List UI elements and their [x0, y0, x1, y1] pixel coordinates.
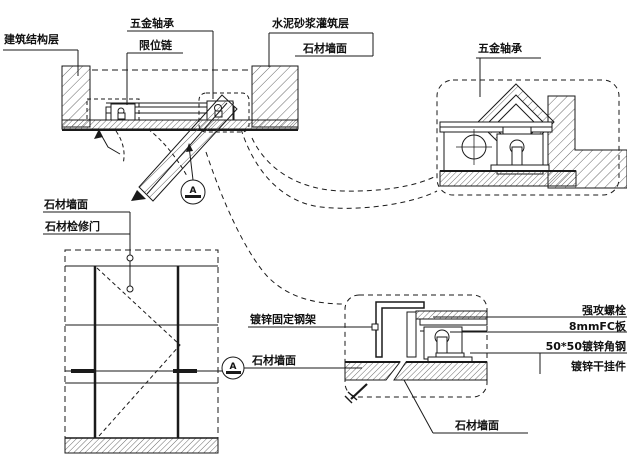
label-galvanized-angle-steel: 50*50镀锌角钢: [546, 339, 626, 353]
label-hardware-bearing-detail: 五金轴承: [478, 41, 523, 55]
connector-curves: [205, 128, 438, 305]
hinge-left: [110, 103, 136, 121]
detail-a-letter: A: [190, 186, 197, 196]
elevation-outline: [64, 249, 219, 439]
label-fc-board: 8mmFC板: [569, 319, 627, 333]
detail-a-letter-2: A: [230, 362, 237, 372]
top-right-bearing-detail: 五金轴承: [436, 41, 627, 196]
label-galvanized-dry-hanger: 镀锌干挂件: [571, 359, 626, 373]
right-label-column: 强攻螺栓 8mmFC板 50*50镀锌角钢 镀锌干挂件: [433, 303, 627, 374]
label-galvanized-fixed-steel-frame: 镀锌固定钢架: [250, 312, 316, 326]
label-cement-mortar-layer: 水泥砂浆灌筑层: [272, 16, 349, 30]
detail-zoom-box: [436, 79, 620, 196]
steel-frame-bracket: [375, 301, 425, 358]
label-expansion-bolt: 强攻螺栓: [582, 303, 626, 317]
detail-a-marker-2: A: [221, 356, 245, 380]
elevation-stone-strip: [64, 437, 219, 454]
bottom-right-fixing-detail: 镀锌固定钢架 石材墙面 石材墙面: [244, 294, 528, 434]
label-limit-chain: 限位链: [139, 38, 173, 52]
label-stone-wall-left: 石材墙面: [251, 353, 296, 367]
label-stone-wall-bottom: 石材墙面: [454, 418, 499, 432]
label-stone-access-door: 石材检修门: [44, 219, 100, 233]
detail-a-marker-1: A: [180, 143, 206, 205]
top-left-section-drawing: A 建筑结构层 五金轴承 限位链 水泥砂浆灌筑层 石材墙面: [3, 16, 374, 205]
wall-hatch: [547, 95, 627, 189]
detail-zoom-box-a: [344, 294, 488, 398]
hinge-zoom-outline: [86, 98, 140, 121]
label-hardware-bearing: 五金轴承: [130, 16, 175, 30]
stone-strip: [61, 119, 299, 130]
structure-block-left: [61, 65, 91, 128]
pivot-zoom-outline: [198, 92, 250, 133]
label-stone-wall-top: 石材墙面: [302, 41, 347, 55]
structure-block-right: [251, 65, 299, 128]
label-building-structure-layer: 建筑结构层: [4, 32, 59, 46]
label-stone-wall-elevation: 石材墙面: [43, 197, 88, 211]
door-elevation: 石材墙面 石材检修门 A: [43, 197, 245, 454]
bolt-symbol: [344, 383, 368, 404]
